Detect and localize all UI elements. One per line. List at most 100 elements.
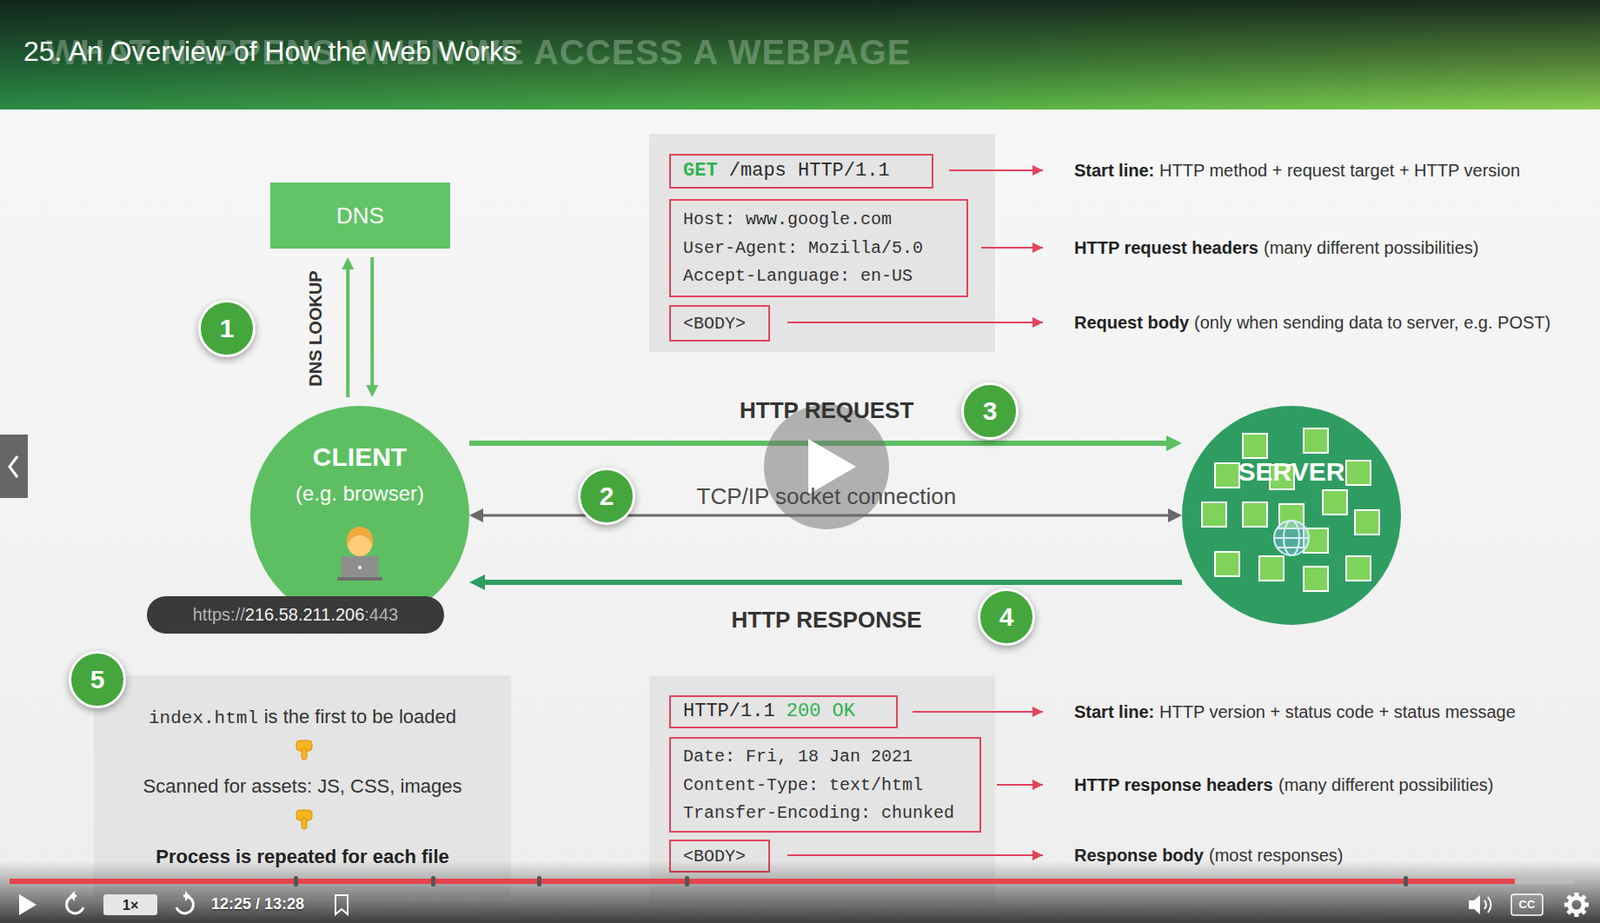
player-controls: [1564, 892, 1589, 917]
request-body-box: <BODY>: [669, 305, 771, 342]
node-text: 216.58.211.206: [245, 604, 366, 625]
globe-icon: [1277, 546, 1306, 549]
dns-lookup-arrow: [370, 257, 374, 386]
text-line: https://216.58.211.206:443: [159, 603, 432, 627]
leader-line: [787, 854, 1043, 857]
text-line: Date: Fri, 18 Jan 2021: [683, 744, 968, 769]
node-text: index.html: [148, 708, 259, 729]
text-line: Accept-Language: en-US: [683, 264, 955, 288]
connector-label: DNS LOOKUP: [304, 270, 326, 386]
developer-emoji: [346, 526, 373, 548]
developer-emoji: [337, 577, 383, 581]
node-text: HTTP/1.1: [683, 700, 776, 723]
node-text: 200 OK: [786, 700, 856, 723]
node-text: is the first to be loaded: [264, 705, 457, 728]
annotation-text: HTTP version + status code + status mess…: [1159, 701, 1516, 723]
player-controls: [1566, 908, 1574, 916]
globe-icon: [1274, 537, 1309, 539]
player-controls: [1484, 896, 1492, 913]
node-text: Content-Type: text/html: [683, 775, 923, 796]
url-pill: https://216.58.211.206:443: [146, 596, 445, 634]
globe-icon: [1277, 527, 1306, 530]
progress-bar: [9, 876, 1574, 887]
playback-time: 12:25 / 13:28: [211, 895, 305, 915]
server-blocks: [1242, 433, 1268, 459]
callout-number: 5: [68, 650, 127, 709]
progress-bar: [9, 878, 1515, 884]
server-blocks: [1214, 551, 1240, 577]
loading-steps-panel: index.htmlis the first to be loadedScann…: [93, 675, 512, 898]
nav-tab: [9, 456, 18, 478]
globe-icon: [1274, 520, 1309, 556]
progress-bar: [293, 876, 299, 887]
progress-bar: [1514, 878, 1574, 884]
globe-icon: [1274, 520, 1309, 556]
annotation-term: Request body: [1074, 312, 1189, 333]
captions-button: CC: [1519, 897, 1536, 912]
server-blocks: [1303, 428, 1328, 453]
request-start-line-box: GET/maps HTTP/1.1: [669, 153, 934, 189]
node-text: Date: Fri, 18 Jan 2021: [683, 746, 913, 767]
node-text: Host: www.google.com: [683, 209, 892, 230]
text-line: HTTP/1.1 200 OK: [683, 698, 884, 725]
player-controls: [185, 890, 191, 902]
response-arrow: [484, 579, 1182, 585]
playback-speed: 1×: [122, 896, 139, 914]
server-blocks: [1354, 510, 1380, 535]
request-headers-box: Host: www.google.comUser-Agent: Mozilla/…: [669, 199, 969, 298]
leader-line: [996, 783, 1043, 786]
node-text: User-Agent: Mozilla/5.0: [683, 238, 923, 259]
node-text: DNS: [336, 202, 385, 229]
annotation-text: (most responses): [1208, 844, 1344, 866]
player-controls: [1574, 892, 1580, 898]
response-start-line-box: HTTP/1.1 200 OK: [669, 695, 898, 729]
callout-number: 2: [577, 467, 636, 525]
server-blocks: [1346, 556, 1371, 581]
leader-line: [981, 246, 1043, 249]
node-text: SERVER: [1238, 457, 1346, 486]
node-text: Scanned for assets: JS, CSS, images: [143, 775, 463, 797]
annotation-term: Response body: [1074, 844, 1204, 866]
player-controls: [69, 890, 75, 902]
text-line: CLIENT: [267, 438, 452, 475]
text-line: index.htmlis the first to be loaded: [106, 703, 499, 731]
connector-group: [347, 257, 1182, 583]
annotation-term: Start line:: [1074, 159, 1155, 181]
nav-tab: [0, 434, 28, 498]
progress-bar: [684, 876, 690, 887]
text-line: Transfer-Encoding: chunked: [683, 801, 968, 825]
text-line: <BODY>: [683, 844, 757, 869]
server-blocks: [1259, 556, 1284, 581]
node-text: https://: [192, 604, 246, 625]
annotation-term: Start line:: [1074, 701, 1155, 723]
player-controls: [1569, 897, 1584, 912]
progress-bar: [1403, 876, 1408, 887]
pointing-hand: [301, 748, 307, 760]
player-controls: [1583, 902, 1589, 908]
connector-label: HTTP REQUEST: [739, 397, 914, 425]
request-panel: [649, 133, 996, 352]
pointing-hand: [301, 817, 307, 830]
slide-title: 25. An Overview of How the Web Works: [23, 34, 518, 68]
callout-number: 3: [961, 382, 1019, 440]
progress-bar: [431, 876, 436, 887]
annotation-term: HTTP request headers: [1074, 237, 1259, 259]
callout-number: 4: [977, 588, 1036, 646]
node-text: <BODY>: [683, 313, 746, 334]
player-controls: [66, 896, 84, 914]
node-text: Process is repeated for each file: [155, 845, 450, 868]
player-controls: [19, 890, 1589, 917]
text-line: <BODY>: [683, 312, 757, 336]
leader-line: [949, 169, 1043, 172]
annotation-text: (many different possibilities): [1278, 774, 1494, 796]
developer-emoji: [358, 565, 362, 570]
text-line: Scanned for assets: JS, CSS, images: [106, 773, 499, 800]
dns-lookup-arrow: [345, 269, 350, 398]
player-controls: [1566, 894, 1574, 902]
player-controls: [1580, 894, 1587, 902]
node-text: :443: [364, 604, 399, 625]
player-controls: [1574, 911, 1580, 917]
play-overlay: [763, 404, 890, 530]
developer-emoji: [341, 556, 379, 579]
